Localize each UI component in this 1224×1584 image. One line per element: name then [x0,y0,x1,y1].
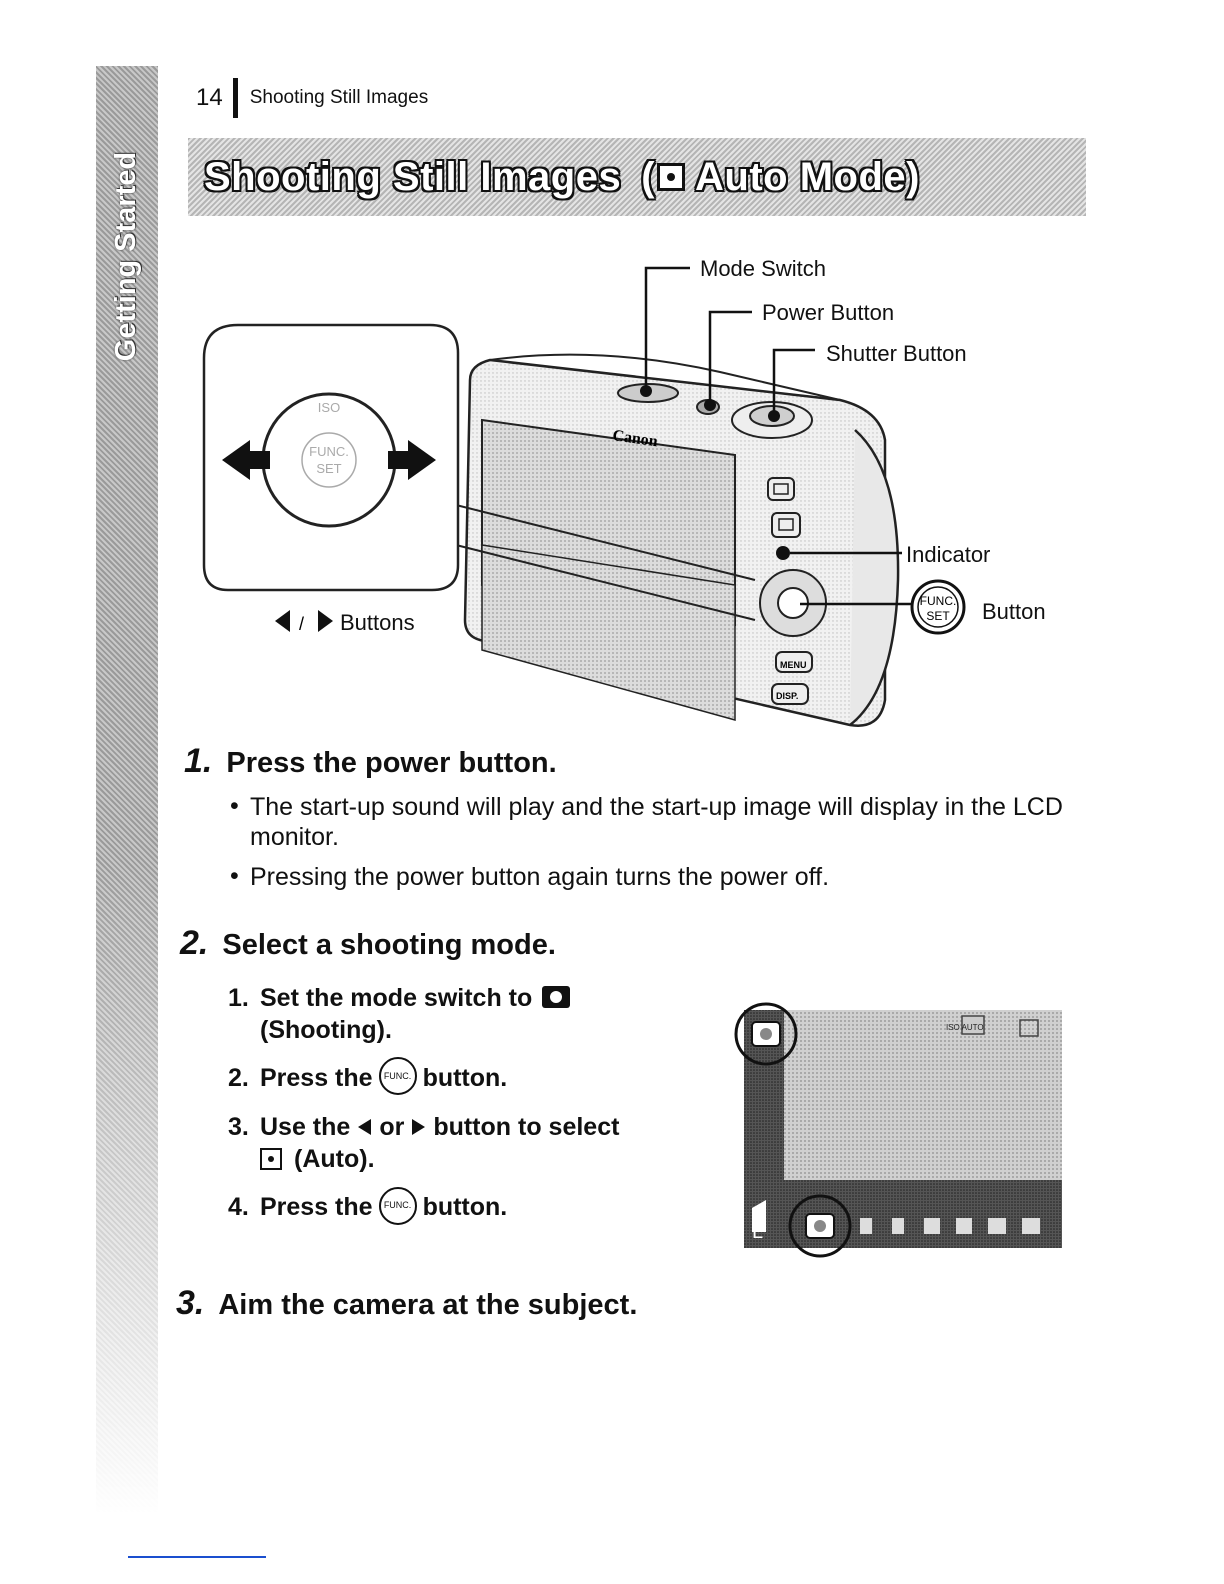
camera-brand: Canon [611,427,658,450]
substep-text: button. [422,1193,508,1222]
step-2-title: Select a shooting mode. [222,929,556,961]
callout-lines [644,266,912,606]
substep-text: Press the [260,1193,373,1222]
page-number: 14 [196,84,223,111]
title-band: Shooting Still Images ( Auto Mode) [188,138,1086,216]
func-set-icon: FUNC. [378,1186,417,1225]
menu-button-label: MENU [780,660,807,670]
dial-inset [202,323,460,592]
step-3-heading: 3. Aim the camera at the subject. [176,1284,637,1323]
dial-set-label: SET [316,461,341,476]
page-header: 14 Shooting Still Images [196,78,428,118]
step-2-heading: 2. Select a shooting mode. [180,924,556,963]
disp-button-label: DISP. [776,691,798,701]
camera-diagram: Canon MENU DISP. FUNC. SET ISO FUNC. SET… [202,266,966,727]
step-1-bullets: The start-up sound will play and the sta… [228,791,1088,902]
running-title: Shooting Still Images [249,87,429,108]
title-mode-text: Auto Mode) [695,154,920,199]
header-divider [232,78,238,118]
title-paren-open: ( [641,154,656,199]
lcd-iso-label: ISO AUTO [946,1023,984,1032]
step-1-number: 1. [184,742,213,780]
left-arrow-icon [275,610,290,632]
right-arrow-icon [318,610,333,632]
camera-icon [542,986,571,1009]
title-mode: ( Auto Mode) [641,155,920,200]
footer-rule [128,1556,266,1558]
step-2-substeps: 1. Set the mode switch to (Shooting). 2.… [228,982,619,1241]
indicator-label: Indicator [906,542,991,567]
substep-number: 1. [228,984,249,1012]
substep-3: 3. Use the or button to select (Auto). [228,1111,619,1175]
func-icon-func: FUNC. [920,594,957,608]
func-button-label: Button [982,599,1046,624]
mode-switch-label: Mode Switch [700,256,826,281]
substep-text: Use the [260,1113,351,1142]
step-1-bullet: Pressing the power button again turns th… [228,861,1088,892]
substep-text: Press the [260,1064,373,1092]
step-1-heading: 1. Press the power button. [184,742,557,781]
func-set-icon [910,579,966,635]
step-1-bullet: The start-up sound will play and the sta… [228,791,1088,852]
substep-text: button to select [433,1113,620,1142]
step-3-title: Aim the camera at the subject. [218,1289,638,1321]
auto-mode-icon [657,163,686,191]
step-2-number: 2. [180,924,209,962]
substep-text: Set the mode switch to [260,984,533,1012]
func-icon-set: SET [926,609,950,623]
substep-text: or [379,1113,405,1142]
lcd-screen-illustration: L ISO AUTO [734,1002,1062,1258]
substep-number: 2. [228,1064,249,1092]
camera-body [463,353,900,727]
dial-func-label: FUNC. [309,444,349,459]
substep-text: (Auto). [294,1145,375,1174]
substep-number: 3. [228,1113,249,1142]
title-main: Shooting Still Images [204,154,622,199]
right-arrow-icon [412,1118,426,1135]
func-set-icon: FUNC. [378,1057,417,1096]
lcd-size-label: L [752,1221,763,1243]
lr-buttons-label: Buttons [340,610,415,635]
step-1-title: Press the power button. [226,747,557,779]
side-tab [96,66,158,1516]
page-title: Shooting Still Images ( Auto Mode) [204,155,920,200]
step-3-number: 3. [176,1284,205,1322]
left-arrow-icon [358,1118,372,1135]
auto-mode-icon [260,1147,282,1170]
substep-text: (Shooting). [260,1016,392,1044]
svg-text:/: / [299,614,304,634]
dial-iso-label: ISO [318,400,340,415]
substep-text: button. [422,1064,508,1092]
shutter-button-label: Shutter Button [826,341,967,366]
callout-dots [640,385,780,422]
substep-1: 1. Set the mode switch to (Shooting). [228,982,619,1046]
substep-number: 4. [228,1193,249,1222]
power-button-label: Power Button [762,300,895,325]
